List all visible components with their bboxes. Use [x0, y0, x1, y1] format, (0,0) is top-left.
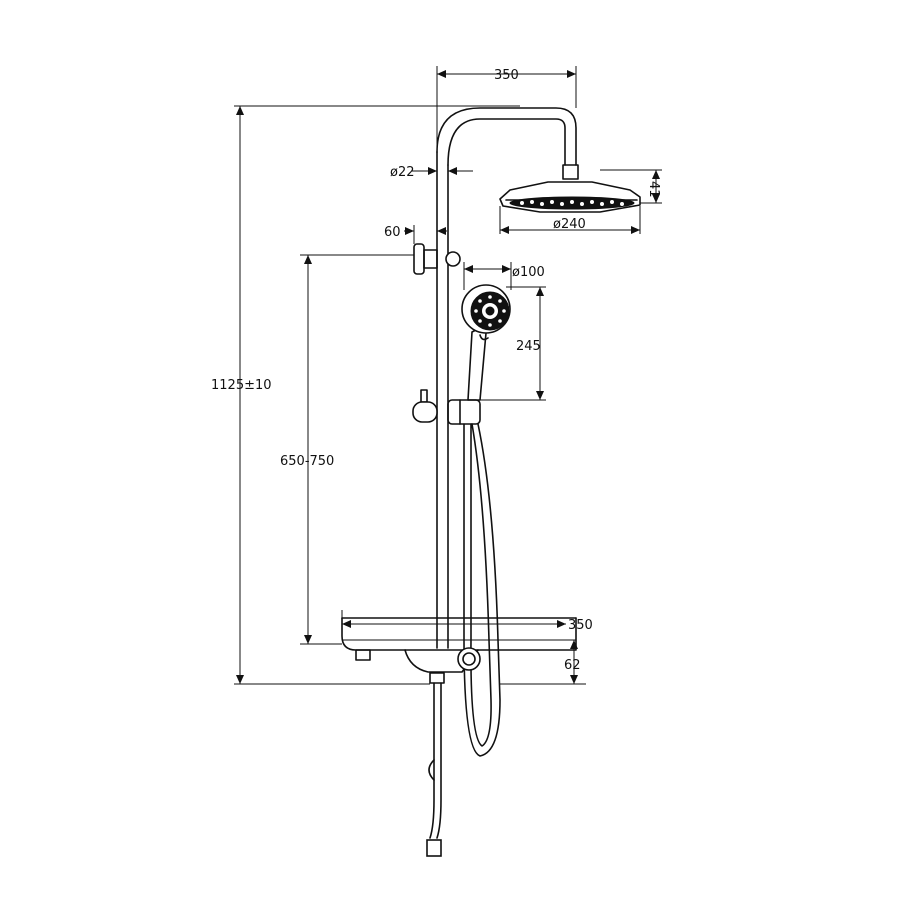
dim-hand-diameter-label: ø100 [512, 265, 545, 280]
overhead-shower-head [499, 164, 641, 213]
dim-shelf-height: 62 [500, 640, 586, 685]
dim-overhead-thickness: 41 [600, 169, 662, 204]
slide-holder [412, 389, 481, 425]
dim-hand-diameter: ø100 [463, 262, 545, 290]
supply-pipe [426, 672, 445, 857]
dim-top-width-label: 350 [494, 68, 519, 83]
wall-bracket [413, 243, 461, 275]
hand-shower [461, 284, 511, 401]
shower-hose [463, 423, 501, 757]
dim-overhead-diameter-label: ø240 [553, 217, 586, 232]
dim-pipe-diameter-label: ø22 [390, 165, 415, 180]
dim-hand-height-label: 245 [516, 339, 541, 354]
dim-overhead-diameter: ø240 [499, 206, 641, 234]
shelf-and-mixer [341, 617, 577, 673]
dim-mount-range: 650-750 [280, 254, 414, 645]
dim-bracket-offset: 60 [384, 225, 447, 250]
dim-total-height: 1125±10 [211, 105, 520, 685]
dim-shelf-height-label: 62 [564, 658, 581, 673]
dim-shelf-width: 350 [341, 610, 593, 633]
dim-hand-height: 245 [480, 286, 546, 401]
dim-mount-range-label: 650-750 [280, 454, 334, 469]
dim-bracket-offset-label: 60 [384, 225, 401, 240]
dim-overhead-thickness-label: 41 [646, 181, 661, 198]
dim-pipe-diameter: ø22 [390, 165, 473, 180]
dim-shelf-width-label: 350 [568, 618, 593, 633]
dim-total-height-label: 1125±10 [211, 378, 272, 393]
dim-top-width: 350 [436, 66, 577, 152]
riser-pipe [436, 107, 577, 649]
